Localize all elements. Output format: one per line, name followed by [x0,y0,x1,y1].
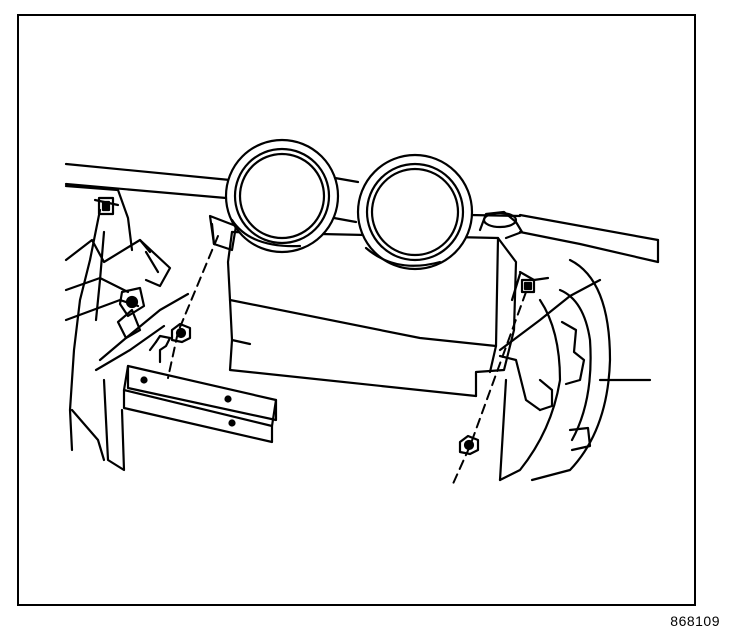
left-gauge [224,138,340,254]
instrument-cluster [208,210,524,398]
figure-number: 868109 [670,613,720,629]
retaining-nut-right [458,434,480,456]
trim-bracket [122,334,278,444]
right-gauge [332,153,474,271]
left-support-structure [64,184,190,472]
assembly-guide-lines [167,235,527,487]
illustration-frame [17,14,696,606]
dash-panel-rail [64,162,660,264]
right-support-structure [498,258,652,482]
